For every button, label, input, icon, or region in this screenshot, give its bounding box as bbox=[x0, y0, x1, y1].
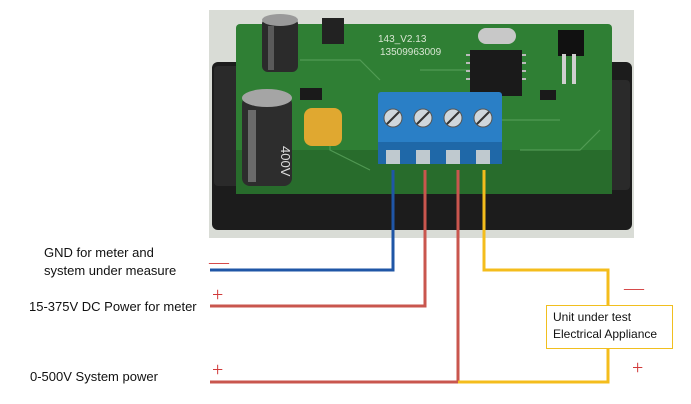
unit-label-line1: Unit under test bbox=[553, 310, 632, 324]
unit-under-test-box: Unit under test Electrical Appliance bbox=[546, 305, 673, 349]
unit-plus-sign: + bbox=[632, 357, 644, 379]
small-component bbox=[300, 88, 322, 100]
gnd-minus-sign: — bbox=[209, 251, 229, 273]
terminal-block bbox=[378, 92, 502, 164]
system-power-label: 0-500V System power bbox=[30, 369, 158, 384]
bezel-left-tab bbox=[214, 66, 240, 186]
meter-power-wire bbox=[210, 170, 427, 308]
gnd-label-line2: system under measure bbox=[44, 263, 177, 278]
capacitor-bottom bbox=[242, 89, 292, 186]
capacitor-top bbox=[262, 14, 298, 72]
meter-plus-sign: + bbox=[212, 284, 224, 306]
unit-label-line2: Electrical Appliance bbox=[553, 327, 658, 341]
capacitor-voltage-label: 400V bbox=[278, 146, 293, 177]
ic-chip-main bbox=[470, 50, 522, 96]
ic-pins bbox=[466, 54, 526, 80]
system-plus-sign: + bbox=[212, 359, 224, 381]
film-capacitor bbox=[304, 108, 342, 146]
meter-power-label: 15-375V DC Power for meter bbox=[29, 299, 197, 314]
unit-minus-sign: — bbox=[624, 277, 644, 299]
pcb-phone-label: 13509963009 bbox=[380, 47, 442, 58]
gnd-wire bbox=[210, 170, 395, 272]
pin-header bbox=[558, 30, 584, 84]
smd-component bbox=[540, 90, 556, 100]
push-button bbox=[322, 18, 344, 44]
crystal-oscillator bbox=[478, 28, 516, 44]
unit-test-wire bbox=[458, 170, 610, 384]
gnd-label-line1: GND for meter and bbox=[44, 245, 154, 260]
pcb-code-label: 143_V2.13 bbox=[378, 34, 427, 45]
